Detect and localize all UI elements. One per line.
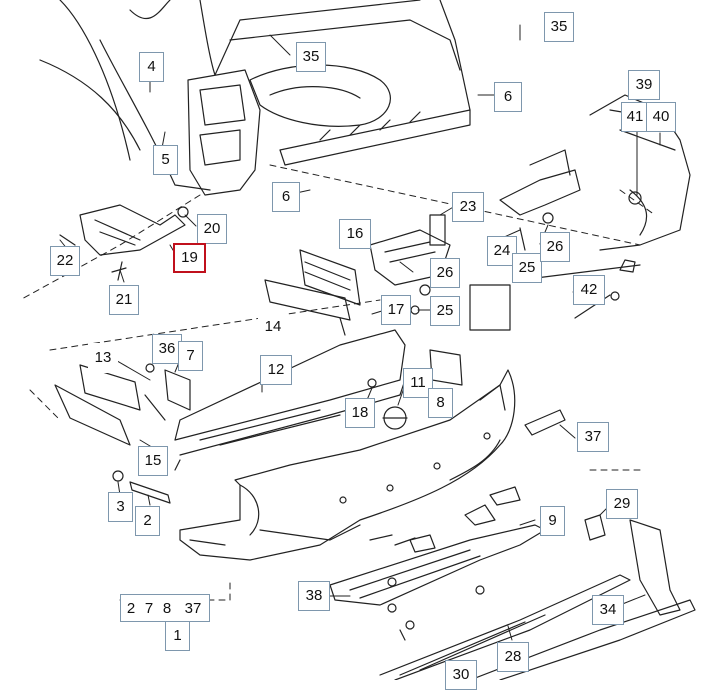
callout-3[interactable]: 3 [108, 492, 133, 522]
callout-37[interactable]: 37 [577, 422, 609, 452]
callout-17[interactable]: 17 [381, 295, 411, 325]
callout-12[interactable]: 12 [260, 355, 292, 385]
callout-19-highlighted[interactable]: 19 [173, 243, 206, 273]
callout-8[interactable]: 8 [157, 594, 177, 624]
callout-41[interactable]: 41 [621, 102, 649, 132]
callout-37[interactable]: 37 [177, 594, 209, 624]
callout-40[interactable]: 40 [646, 102, 676, 132]
callout-35[interactable]: 35 [296, 42, 326, 72]
callout-34[interactable]: 34 [592, 595, 624, 625]
callout-1[interactable]: 1 [165, 621, 190, 651]
callout-23[interactable]: 23 [452, 192, 484, 222]
callout-21[interactable]: 21 [109, 285, 139, 315]
callout-26[interactable]: 26 [540, 232, 570, 262]
callout-8[interactable]: 8 [428, 388, 453, 418]
callout-2[interactable]: 2 [120, 594, 142, 624]
callout-26[interactable]: 26 [430, 258, 460, 288]
callout-4[interactable]: 4 [139, 52, 164, 82]
callout-6[interactable]: 6 [272, 182, 300, 212]
callout-20[interactable]: 20 [197, 214, 227, 244]
callout-group-bracket [120, 594, 210, 622]
callout-28[interactable]: 28 [497, 642, 529, 672]
callout-39[interactable]: 39 [628, 70, 660, 100]
callout-14[interactable]: 14 [258, 312, 288, 342]
callout-22[interactable]: 22 [50, 246, 80, 276]
callout-2[interactable]: 2 [135, 506, 160, 536]
callout-6[interactable]: 6 [494, 82, 522, 112]
callout-24[interactable]: 24 [487, 236, 517, 266]
callout-25[interactable]: 25 [430, 296, 460, 326]
callout-15[interactable]: 15 [138, 446, 168, 476]
callout-9[interactable]: 9 [540, 506, 565, 536]
callout-5[interactable]: 5 [153, 145, 178, 175]
callout-7[interactable]: 7 [139, 594, 159, 624]
callout-16[interactable]: 16 [339, 219, 371, 249]
callout-42[interactable]: 42 [573, 275, 605, 305]
callout-30[interactable]: 30 [445, 660, 477, 690]
callout-29[interactable]: 29 [606, 489, 638, 519]
callout-7[interactable]: 7 [178, 341, 203, 371]
callout-38[interactable]: 38 [298, 581, 330, 611]
callout-13[interactable]: 13 [88, 343, 118, 373]
callout-18[interactable]: 18 [345, 398, 375, 428]
callout-35[interactable]: 35 [544, 12, 574, 42]
callout-25[interactable]: 25 [512, 253, 542, 283]
